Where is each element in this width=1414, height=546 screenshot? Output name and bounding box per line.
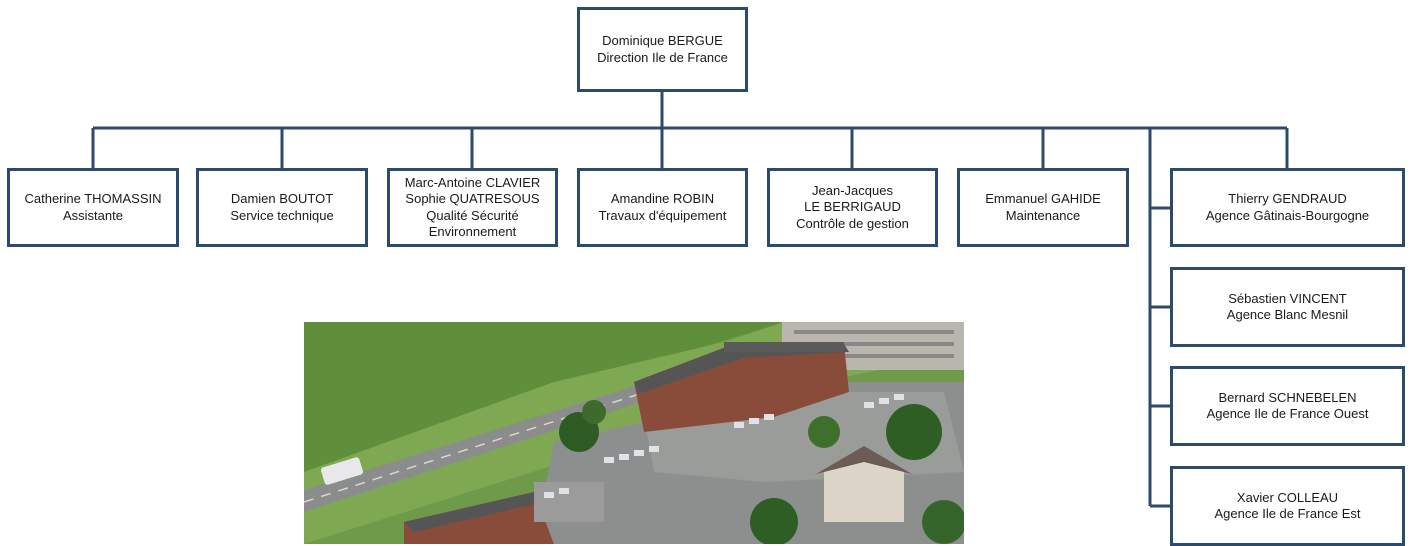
agency-head-name: Bernard SCHNEBELEN — [1218, 389, 1357, 405]
org-box-director: Dominique BERGUE Direction Ile de France — [577, 7, 748, 92]
agency-name: Agence Ile de France Ouest — [1206, 406, 1369, 421]
member-name: Catherine THOMASSIN — [24, 191, 162, 206]
org-box-bernard: Bernard SCHNEBELEN Agence Ile de France … — [1170, 366, 1405, 446]
member-role: Assistante — [63, 207, 123, 223]
agency-head-name: Xavier COLLEAU — [1236, 489, 1339, 505]
org-box-jean-jacques: Jean-Jacques LE BERRIGAUD Contrôle de ge… — [767, 168, 938, 247]
agency-name: Agence Blanc Mesnil — [1226, 307, 1349, 322]
org-box-sebastien: Sébastien VINCENT Agence Blanc Mesnil — [1170, 267, 1405, 347]
org-box-catherine: Catherine THOMASSIN Assistante — [7, 168, 179, 247]
director-name: Dominique BERGUE — [602, 33, 723, 48]
agency-head-name: Thierry GENDRAUD — [1228, 191, 1347, 206]
member-name: Emmanuel GAHIDE — [985, 191, 1101, 206]
member-role: Contrôle de gestion — [796, 215, 909, 231]
member-name-2: LE BERRIGAUD — [804, 199, 901, 215]
member-role: Service technique — [230, 207, 334, 223]
director-title: Direction Ile de France — [597, 49, 728, 65]
member-role: Travaux d'équipement — [598, 207, 727, 223]
member-role-2: Environnement — [428, 224, 517, 239]
org-box-thierry: Thierry GENDRAUD Agence Gâtinais-Bourgog… — [1170, 168, 1405, 247]
org-box-amandine: Amandine ROBIN Travaux d'équipement — [577, 168, 748, 247]
agency-head-name: Sébastien VINCENT — [1228, 290, 1347, 306]
org-box-qse: Marc-Antoine CLAVIER Sophie QUATRESOUS Q… — [387, 168, 558, 247]
aerial-photo-headquarters — [304, 322, 964, 544]
org-box-xavier: Xavier COLLEAU Agence Ile de France Est — [1170, 466, 1405, 546]
org-box-damien: Damien BOUTOT Service technique — [196, 168, 368, 247]
member-name: Damien BOUTOT — [230, 191, 334, 206]
member-role: Qualité Sécurité — [426, 207, 519, 223]
member-name: Marc-Antoine CLAVIER — [404, 174, 541, 190]
agency-name: Agence Gâtinais-Bourgogne — [1205, 207, 1370, 223]
agency-name: Agence Ile de France Est — [1214, 506, 1361, 521]
member-role: Maintenance — [1005, 207, 1081, 223]
org-box-emmanuel: Emmanuel GAHIDE Maintenance — [957, 168, 1129, 247]
member-name: Amandine ROBIN — [610, 191, 715, 206]
member-name-2: Sophie QUATRESOUS — [405, 191, 540, 206]
member-name: Jean-Jacques — [812, 182, 893, 198]
